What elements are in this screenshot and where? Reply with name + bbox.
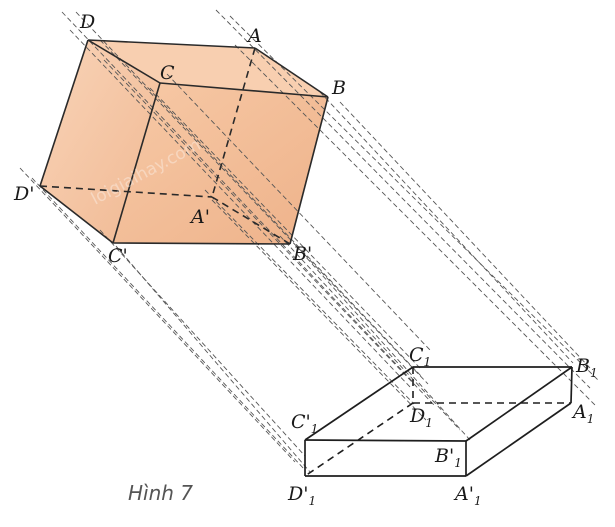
edge-B-C xyxy=(159,82,329,98)
box-edge-B1-A1 xyxy=(570,366,573,404)
edge-B-Bprime xyxy=(289,96,329,245)
label-C: C xyxy=(160,62,175,84)
hidden-edge-Aprime-Bprime xyxy=(211,196,291,245)
projection-line xyxy=(295,245,471,441)
cube-top-face xyxy=(88,40,328,97)
edge-D-A xyxy=(87,39,256,49)
label-B1: B1 xyxy=(575,355,598,380)
label-D1: D1 xyxy=(409,405,433,430)
edge-C-D xyxy=(87,39,161,84)
label-C1: C1 xyxy=(409,344,431,369)
projection-line xyxy=(99,39,429,385)
label-B1-prime: B'1 xyxy=(434,445,462,470)
projection-line xyxy=(69,29,412,389)
projection-line xyxy=(19,167,296,463)
label-B-prime: B' xyxy=(292,243,312,265)
label-D: D xyxy=(79,11,95,33)
projection-line xyxy=(115,245,311,473)
projection-line xyxy=(149,87,421,369)
box-labels: C1 B1 D1 A1 C'1 B'1 D'1 A'1 xyxy=(287,344,598,508)
box-edge-B1-B1prime xyxy=(465,366,573,442)
projection-line xyxy=(61,11,414,383)
projection-line xyxy=(204,189,415,405)
hidden-edge-A-Aprime xyxy=(211,47,256,198)
label-A: A xyxy=(246,25,262,47)
box-hidden-D1-D1prime xyxy=(304,402,414,477)
label-D1-prime: D'1 xyxy=(287,483,316,508)
projection-line xyxy=(339,101,591,369)
label-A1-prime: A'1 xyxy=(453,483,482,508)
projection-line xyxy=(229,15,599,381)
cube-front-face xyxy=(113,83,328,244)
projected-box xyxy=(304,366,573,477)
edge-A-B xyxy=(254,47,329,98)
box-edge-A1prime-A1 xyxy=(465,402,572,477)
label-C1-prime: C'1 xyxy=(291,411,318,436)
projected-box-hidden xyxy=(304,367,571,477)
hidden-edge-Dprime-Aprime xyxy=(39,185,213,198)
projection-line xyxy=(279,235,461,431)
cube-body xyxy=(40,40,328,244)
projection-line xyxy=(75,11,422,377)
label-A-prime: A' xyxy=(189,206,210,228)
projection-line xyxy=(31,177,306,471)
label-B: B xyxy=(331,77,346,99)
box-edge-C1-C1prime xyxy=(304,366,414,441)
projection-line xyxy=(319,91,574,364)
edge-Cprime-Bprime xyxy=(112,242,291,245)
projection-lines xyxy=(19,9,599,473)
edge-D-Dprime xyxy=(39,39,89,187)
projection-line xyxy=(215,9,591,389)
projection-line xyxy=(211,199,427,421)
figure-caption: Hình 7 xyxy=(128,481,193,505)
label-A1: A1 xyxy=(571,401,594,426)
cube-hidden-edges xyxy=(39,47,291,245)
edge-Dprime-Cprime xyxy=(39,185,114,244)
cube-labels: D A C B D' A' C' B' xyxy=(13,11,346,267)
label-D-prime: D' xyxy=(13,183,34,205)
cube-left-face xyxy=(40,40,160,243)
edge-C-Cprime xyxy=(112,82,161,244)
cube-edges xyxy=(39,39,329,245)
label-C-prime: C' xyxy=(108,245,128,267)
projection-line xyxy=(234,44,596,406)
box-edge-C1prime-B1prime xyxy=(304,439,467,442)
